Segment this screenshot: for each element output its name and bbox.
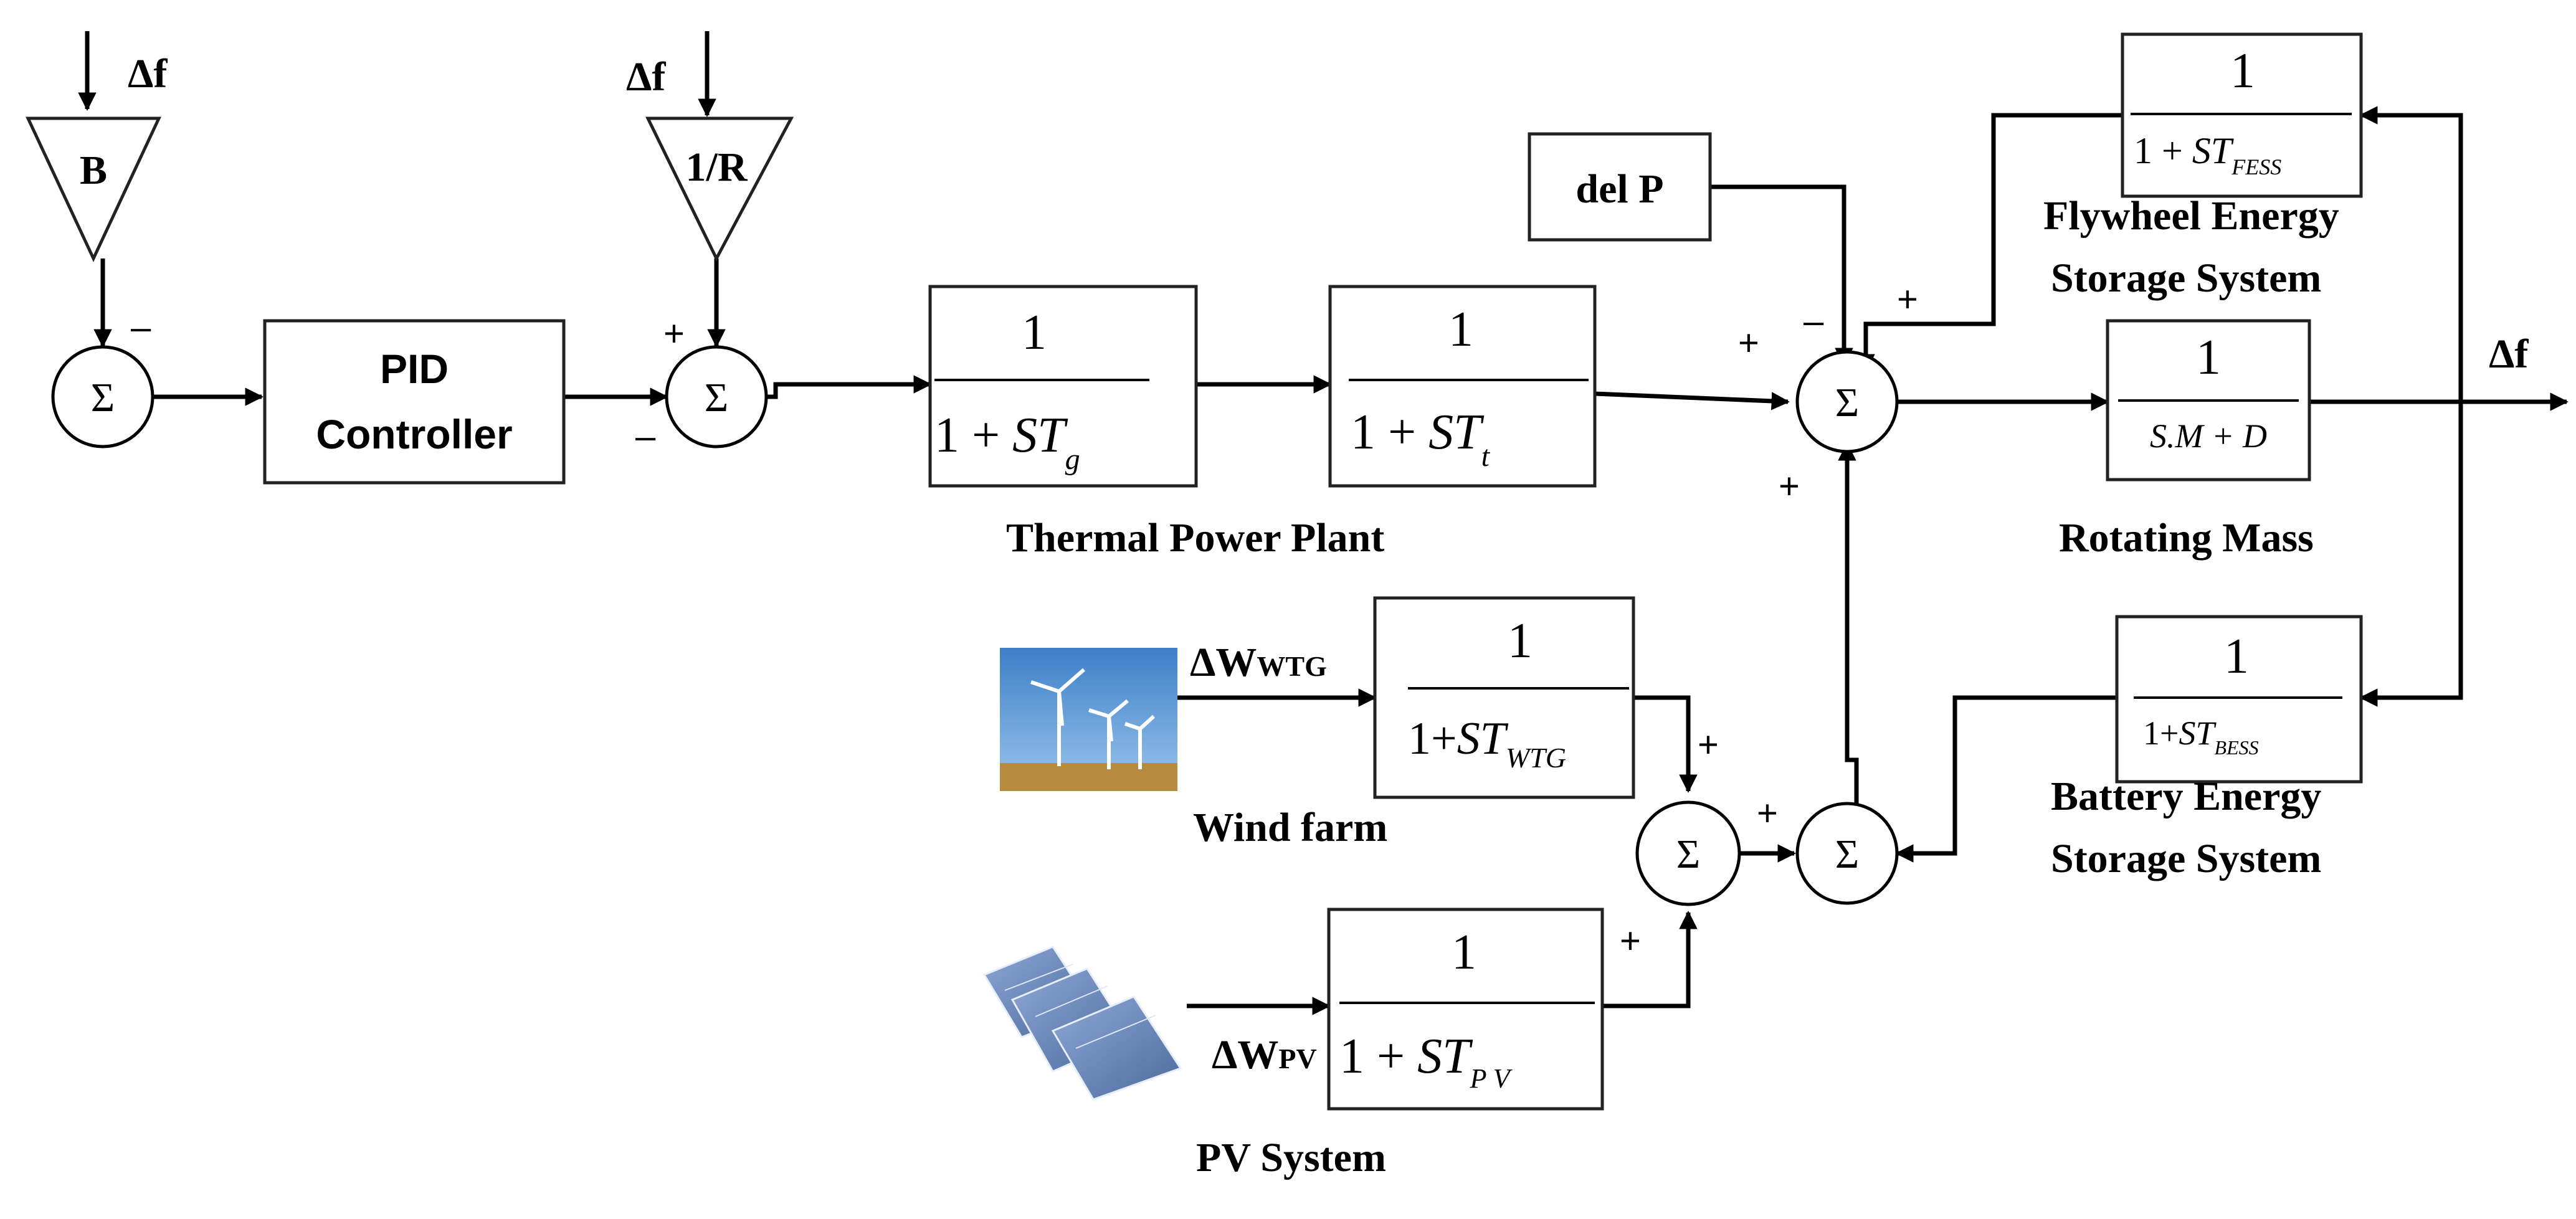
sign-minus-2: –	[635, 416, 656, 457]
flywheel-denominator: 1 + STFESS	[2134, 130, 2281, 179]
wind-numerator: 1	[1508, 614, 1533, 668]
droop-gain-label: 1/R	[686, 145, 748, 190]
rotating-mass-numerator: 1	[2196, 330, 2221, 385]
governor-denominator: 1 + STg	[934, 408, 1080, 476]
battery-block: 1 1+STBESS	[2115, 615, 2363, 784]
bias-gain-block: B	[26, 116, 161, 262]
output-frequency-label: Δf	[2489, 331, 2529, 377]
svg-text:Σ: Σ	[705, 375, 728, 420]
battery-caption-line2: Storage System	[2051, 836, 2321, 881]
bias-input-label: Δf	[128, 51, 168, 97]
bias-gain-label: B	[80, 148, 107, 193]
turbine-denominator: 1 + STt	[1351, 405, 1491, 473]
pid-controller-line2: Controller	[316, 411, 512, 457]
governor-block: 1 1 + STg	[928, 285, 1198, 488]
svg-text:Σ: Σ	[1835, 832, 1859, 877]
droop-input-label: Δf	[626, 54, 666, 100]
svg-text:Σ: Σ	[1835, 380, 1859, 425]
wind-farm-block: 1 1+STWTG	[1373, 596, 1635, 799]
summing-junction-2: Σ	[665, 345, 768, 448]
storage-summing-junction: Σ	[1795, 802, 1899, 905]
battery-denominator: 1+STBESS	[2143, 714, 2259, 759]
sign-minus-1: –	[131, 307, 151, 348]
sign-plus-fess: +	[1897, 279, 1918, 320]
rotating-mass-caption: Rotating Mass	[2059, 515, 2314, 561]
pv-solar-panel-icon	[982, 946, 1182, 1101]
battery-caption-line1: Battery Energy	[2051, 774, 2321, 819]
rotating-mass-denominator: S.M + D	[2150, 417, 2267, 455]
main-summing-junction: Σ	[1795, 350, 1899, 453]
svg-text:Σ: Σ	[1676, 832, 1700, 877]
governor-numerator: 1	[1022, 305, 1047, 360]
thermal-plant-caption: Thermal Power Plant	[1006, 515, 1384, 561]
renewables-summing-junction: Σ	[1635, 800, 1741, 906]
pv-numerator: 1	[1452, 925, 1476, 980]
turbine-block: 1 1 + STt	[1328, 285, 1597, 488]
pv-denominator: 1 + STP V	[1339, 1029, 1513, 1094]
disturbance-label: del P	[1576, 166, 1663, 212]
pv-input-label: ΔWPV	[1212, 1032, 1317, 1078]
flywheel-block: 1 1 + STFESS	[2121, 32, 2363, 198]
sign-plus-thermal: +	[1738, 323, 1759, 363]
pid-controller-block: PID Controller	[263, 319, 566, 485]
sign-plus-2: +	[663, 313, 685, 354]
pid-controller-line1: PID	[380, 346, 449, 392]
wind-input-label: ΔWWTG	[1190, 640, 1327, 685]
rotating-mass-block: 1 S.M + D	[2106, 319, 2311, 481]
flywheel-caption-line1: Flywheel Energy	[2043, 193, 2339, 239]
turbine-numerator: 1	[1448, 302, 1473, 357]
summing-junction-1: Σ	[51, 345, 154, 448]
wind-farm-caption: Wind farm	[1193, 805, 1387, 850]
droop-gain-block: 1/R	[645, 116, 794, 262]
flywheel-numerator: 1	[2230, 44, 2255, 98]
sign-plus-renewables: +	[1779, 466, 1800, 506]
sign-plus-renewable-sum: +	[1757, 793, 1778, 833]
sign-minus-delp: –	[1804, 301, 1824, 341]
svg-text:Σ: Σ	[91, 375, 115, 420]
wind-farm-image	[1000, 648, 1177, 791]
battery-numerator: 1	[2224, 629, 2249, 684]
sign-plus-pv: +	[1620, 921, 1641, 961]
flywheel-caption-line2: Storage System	[2051, 255, 2321, 301]
sign-plus-wind: +	[1698, 724, 1719, 765]
wind-denominator: 1+STWTG	[1408, 713, 1566, 774]
pv-system-caption: PV System	[1196, 1135, 1386, 1180]
wind-turbine-icon	[1030, 668, 1156, 769]
signal-wires	[78, 31, 2569, 1015]
disturbance-block: del P	[1528, 132, 1712, 242]
pv-system-block: 1 1 + STP V	[1327, 908, 1604, 1111]
